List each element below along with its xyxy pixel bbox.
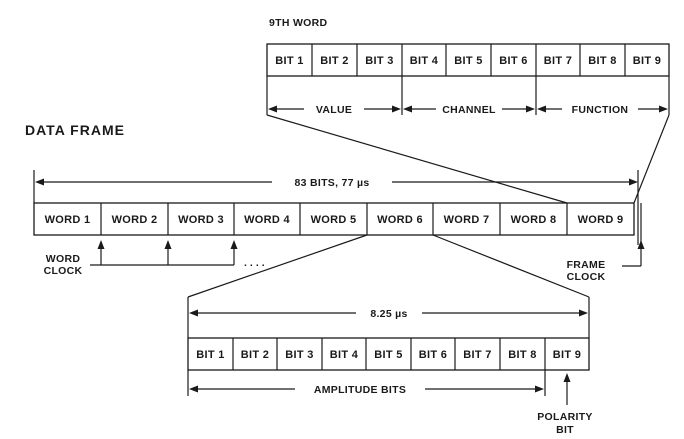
polarity-bit-label-line1: POLARITY xyxy=(537,411,592,423)
polarity-bit-arrow xyxy=(563,373,571,405)
word-detail-bit-6: BIT 6 xyxy=(419,349,447,361)
word-clock-lines xyxy=(90,240,238,266)
ninth-word-bit-4: BIT 4 xyxy=(410,55,439,67)
word-detail-bit-row: BIT 1 BIT 2 BIT 3 BIT 4 BIT 5 BIT 6 BIT … xyxy=(187,337,590,371)
group-label-function: FUNCTION xyxy=(572,104,629,116)
ninth-word-bit-7: BIT 7 xyxy=(544,55,572,67)
frame-word-3: WORD 3 xyxy=(178,214,224,226)
amplitude-bits-label: AMPLITUDE BITS xyxy=(314,384,406,396)
ninth-word-group-dimensions: VALUE CHANNEL FUNCTION xyxy=(266,76,670,116)
data-frame-title: DATA FRAME xyxy=(25,122,125,138)
frame-span-label: 83 BITS, 77 µs xyxy=(294,177,369,189)
data-frame-word-row: WORD 1 WORD 2 WORD 3 WORD 4 WORD 5 WORD … xyxy=(33,202,635,236)
word6-zoom-lines xyxy=(187,234,590,298)
group-label-value: VALUE xyxy=(316,104,352,116)
word-detail-bit-2: BIT 2 xyxy=(241,349,269,361)
group-label-channel: CHANNEL xyxy=(442,104,496,116)
polarity-bit-label-line2: BIT xyxy=(556,424,574,436)
ninth-word-bit-row: BIT 1 BIT 2 BIT 3 BIT 4 BIT 5 BIT 6 BIT … xyxy=(266,43,670,77)
frame-clock-label-line2: CLOCK xyxy=(567,271,606,283)
frame-word-8: WORD 8 xyxy=(511,214,557,226)
word-clock-label-line1: WORD xyxy=(46,253,81,265)
frame-word-6: WORD 6 xyxy=(377,214,423,226)
word-detail-bit-1: BIT 1 xyxy=(196,349,224,361)
frame-word-4: WORD 4 xyxy=(244,214,290,226)
amplitude-bits-dimension: AMPLITUDE BITS xyxy=(187,370,546,396)
ninth-word-zoom-lines xyxy=(266,114,670,204)
word-detail-bit-9: BIT 9 xyxy=(553,349,581,361)
frame-clock-marker xyxy=(622,170,645,267)
word-detail-bit-4: BIT 4 xyxy=(330,349,359,361)
word-detail-span-label: 8.25 µs xyxy=(370,308,407,320)
ninth-word-bit-3: BIT 3 xyxy=(365,55,393,67)
word-clock-ellipsis: .... xyxy=(244,257,268,269)
frame-word-9: WORD 9 xyxy=(578,214,624,226)
frame-word-1: WORD 1 xyxy=(45,214,91,226)
frame-word-5: WORD 5 xyxy=(311,214,357,226)
ninth-word-bit-1: BIT 1 xyxy=(275,55,303,67)
frame-clock-label-line1: FRAME xyxy=(567,259,606,271)
ninth-word-bit-2: BIT 2 xyxy=(320,55,348,67)
ninth-word-title: 9TH WORD xyxy=(269,17,328,29)
word-clock-label-line2: CLOCK xyxy=(44,265,83,277)
frame-word-7: WORD 7 xyxy=(444,214,490,226)
word-detail-span-dimension: 8.25 µs xyxy=(187,297,590,338)
ninth-word-bit-8: BIT 8 xyxy=(588,55,616,67)
frame-word-2: WORD 2 xyxy=(112,214,158,226)
frame-span-dimension: 83 BITS, 77 µs xyxy=(33,170,638,203)
word-detail-bit-3: BIT 3 xyxy=(285,349,313,361)
word-detail-bit-5: BIT 5 xyxy=(374,349,402,361)
ninth-word-bit-6: BIT 6 xyxy=(499,55,527,67)
ninth-word-bit-9: BIT 9 xyxy=(633,55,661,67)
word-detail-bit-8: BIT 8 xyxy=(508,349,536,361)
ninth-word-bit-5: BIT 5 xyxy=(454,55,482,67)
word-detail-bit-7: BIT 7 xyxy=(463,349,491,361)
